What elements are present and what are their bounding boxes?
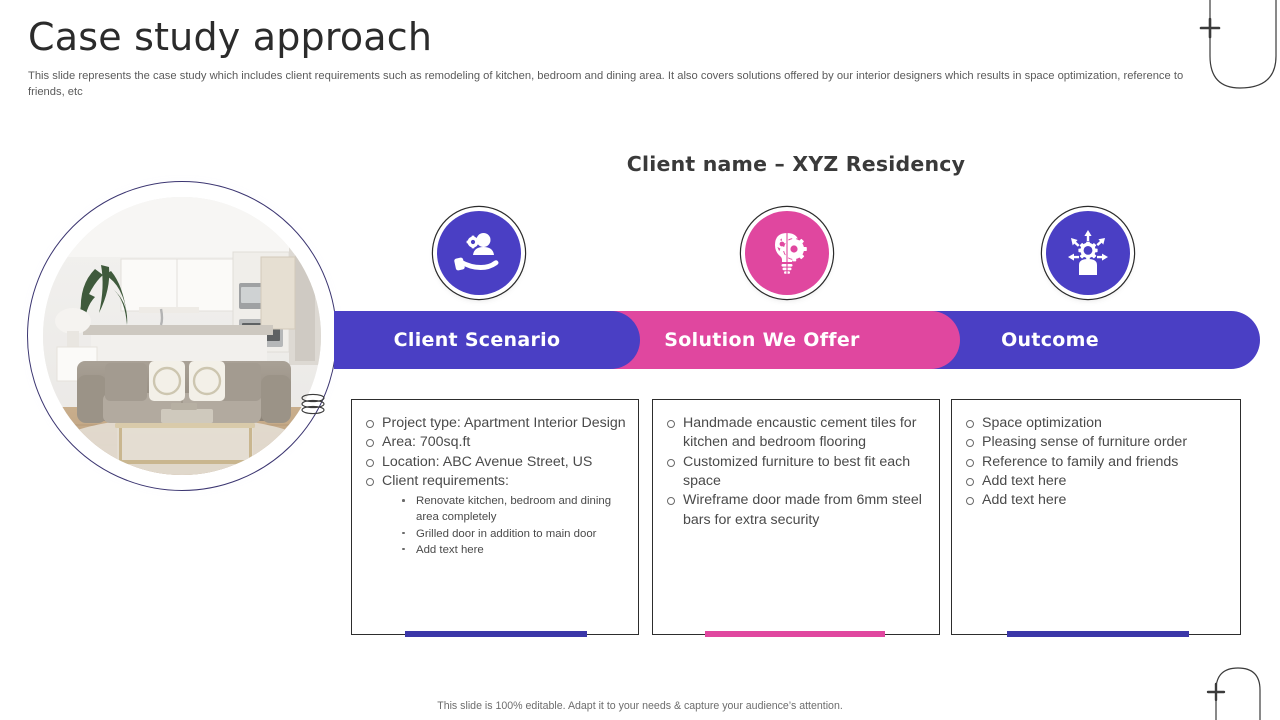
lightbulb-gear-icon [775, 229, 807, 274]
list-item-text: Project type: Apartment Interior Design [382, 415, 626, 431]
list-item-text: Client requirements: [382, 472, 509, 489]
card-solution-we-offer: Handmade encaustic cement tiles for kitc… [652, 399, 940, 637]
list-item: Wireframe door made from 6mm steel bars … [665, 491, 927, 530]
list-item-text: Add text here [982, 492, 1067, 509]
list-item-text: Reference to family and friends [982, 453, 1179, 470]
list-item: Add text here [964, 472, 1228, 491]
coil-spring-decoration-icon [301, 393, 325, 415]
list-item: Pleasing sense of furniture order [964, 433, 1228, 452]
list-item-text: Space optimization [982, 415, 1102, 431]
footer-note: This slide is 100% editable. Adapt it to… [437, 700, 843, 712]
arch-decoration-bottom-right [1206, 667, 1261, 720]
arch-decoration-top-right [1199, 0, 1277, 89]
sublist-item: Renovate kitchen, bedroom and dining are… [398, 493, 626, 525]
list-item: Project type: Apartment Interior Design [364, 414, 626, 433]
sublist-item: Grilled door in addition to main door [398, 526, 626, 542]
list-item-text: Area: 700sq.ft [382, 434, 471, 451]
card-accent-bar [405, 631, 587, 637]
banner-segment-solution[interactable]: Solution We Offer [612, 311, 960, 369]
icon-solution-we-offer[interactable] [745, 211, 829, 295]
card-accent-bar [705, 631, 885, 637]
list-item: Location: ABC Avenue Street, US [364, 453, 626, 472]
list-item: Client requirements: Renovate kitchen, b… [364, 472, 626, 558]
photo-image-clip [43, 197, 321, 475]
list-item-text: Customized furniture to best fit each sp… [683, 453, 911, 489]
banner-label-solution: Solution We Offer [664, 329, 860, 351]
banner-segment-outcome[interactable]: Outcome [904, 311, 1260, 369]
page-title: Case study approach [28, 15, 433, 59]
list-item-text: Handmade encaustic cement tiles for kitc… [683, 415, 917, 451]
client-name-heading: Client name – XYZ Residency [626, 152, 966, 176]
list-outcome: Space optimization Pleasing sense of fur… [964, 414, 1228, 511]
sublist-wrapper: Renovate kitchen, bedroom and dining are… [382, 493, 626, 558]
icon-client-scenario[interactable] [437, 211, 521, 295]
living-room-interior-image [43, 197, 321, 475]
banner-label-client: Client Scenario [393, 329, 561, 351]
case-study-photo [24, 178, 340, 494]
banner-label-outcome: Outcome [1001, 329, 1099, 351]
card-accent-bar [1007, 631, 1189, 637]
page-subtitle: This slide represents the case study whi… [28, 70, 1184, 99]
icon-outcome[interactable] [1046, 211, 1130, 295]
list-item-text: Location: ABC Avenue Street, US [382, 453, 593, 470]
list-solution-we-offer: Handmade encaustic cement tiles for kitc… [665, 414, 927, 530]
list-item: Reference to family and friends [964, 453, 1228, 472]
list-item-text: Pleasing sense of furniture order [982, 434, 1188, 451]
list-item: Handmade encaustic cement tiles for kitc… [665, 414, 927, 453]
process-banner: Outcome Solution We Offer Client Scenari… [334, 311, 1260, 369]
sublist-client-requirements: Renovate kitchen, bedroom and dining are… [398, 493, 626, 558]
list-item-text: Add text here [982, 472, 1067, 489]
list-item: Add text here [964, 491, 1228, 510]
list-item: Customized furniture to best fit each sp… [665, 453, 927, 492]
person-gear-rays-icon [1068, 230, 1108, 275]
card-outcome: Space optimization Pleasing sense of fur… [951, 399, 1241, 637]
list-item: Space optimization [964, 414, 1228, 433]
hand-holding-person-gear-icon [454, 233, 499, 271]
sublist-item: Add text here [398, 542, 626, 558]
banner-segment-client[interactable]: Client Scenario [334, 311, 640, 369]
list-item-text: Wireframe door made from 6mm steel bars … [683, 492, 922, 528]
list-client-scenario: Project type: Apartment Interior Design … [364, 414, 626, 558]
card-client-scenario: Project type: Apartment Interior Design … [351, 399, 639, 637]
list-item: Area: 700sq.ft [364, 433, 626, 452]
